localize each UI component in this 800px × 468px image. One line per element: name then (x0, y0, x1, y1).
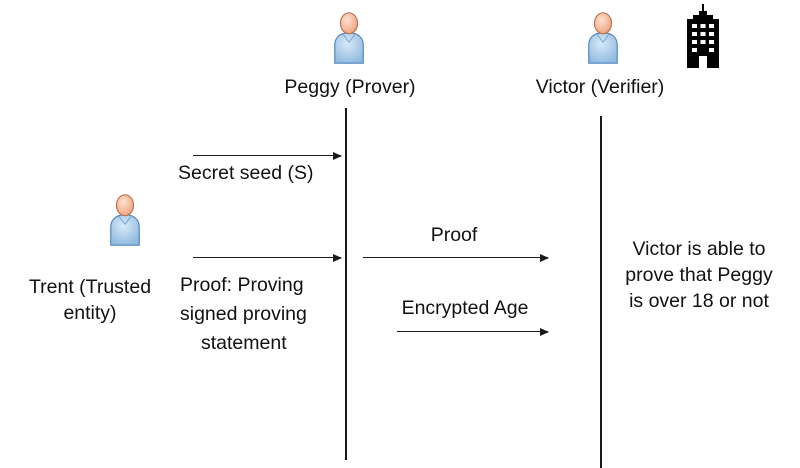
proof-statement-label: Proof: Proving signed proving statement (180, 272, 307, 356)
outcome-line-2: prove that Peggy (625, 264, 773, 286)
trent-person-icon (106, 192, 144, 247)
encrypted-age-arrow (397, 326, 549, 338)
outcome-line-3: is over 18 or not (629, 290, 769, 312)
peggy-person-icon (330, 10, 368, 65)
trent-label: Trent (Trusted entity) (10, 274, 170, 326)
trent-label-line-1: Trent (Trusted (28, 276, 152, 298)
peggy-lifeline (345, 108, 347, 460)
secret-seed-label: Secret seed (S) (178, 162, 314, 184)
building-icon (683, 4, 725, 70)
trent-label-line-2: entity) (63, 302, 117, 324)
proof-statement-line-1: Proof: Proving (180, 274, 304, 296)
proof-statement-line-3: statement (201, 332, 287, 354)
outcome-text: Victor is able to prove that Peggy is ov… (604, 236, 794, 314)
proof-statement-line-2: signed proving (180, 303, 307, 325)
proof-label: Proof (430, 224, 478, 246)
proof-statement-arrow (193, 252, 342, 264)
victor-person-icon (584, 10, 622, 65)
outcome-line-1: Victor is able to (632, 238, 766, 260)
victor-lifeline (600, 116, 602, 468)
peggy-label: Peggy (Prover) (284, 76, 416, 98)
encrypted-age-label: Encrypted Age (401, 297, 529, 319)
secret-seed-arrow (193, 150, 342, 162)
victor-label: Victor (Verifier) (535, 76, 665, 98)
proof-arrow (363, 252, 549, 264)
